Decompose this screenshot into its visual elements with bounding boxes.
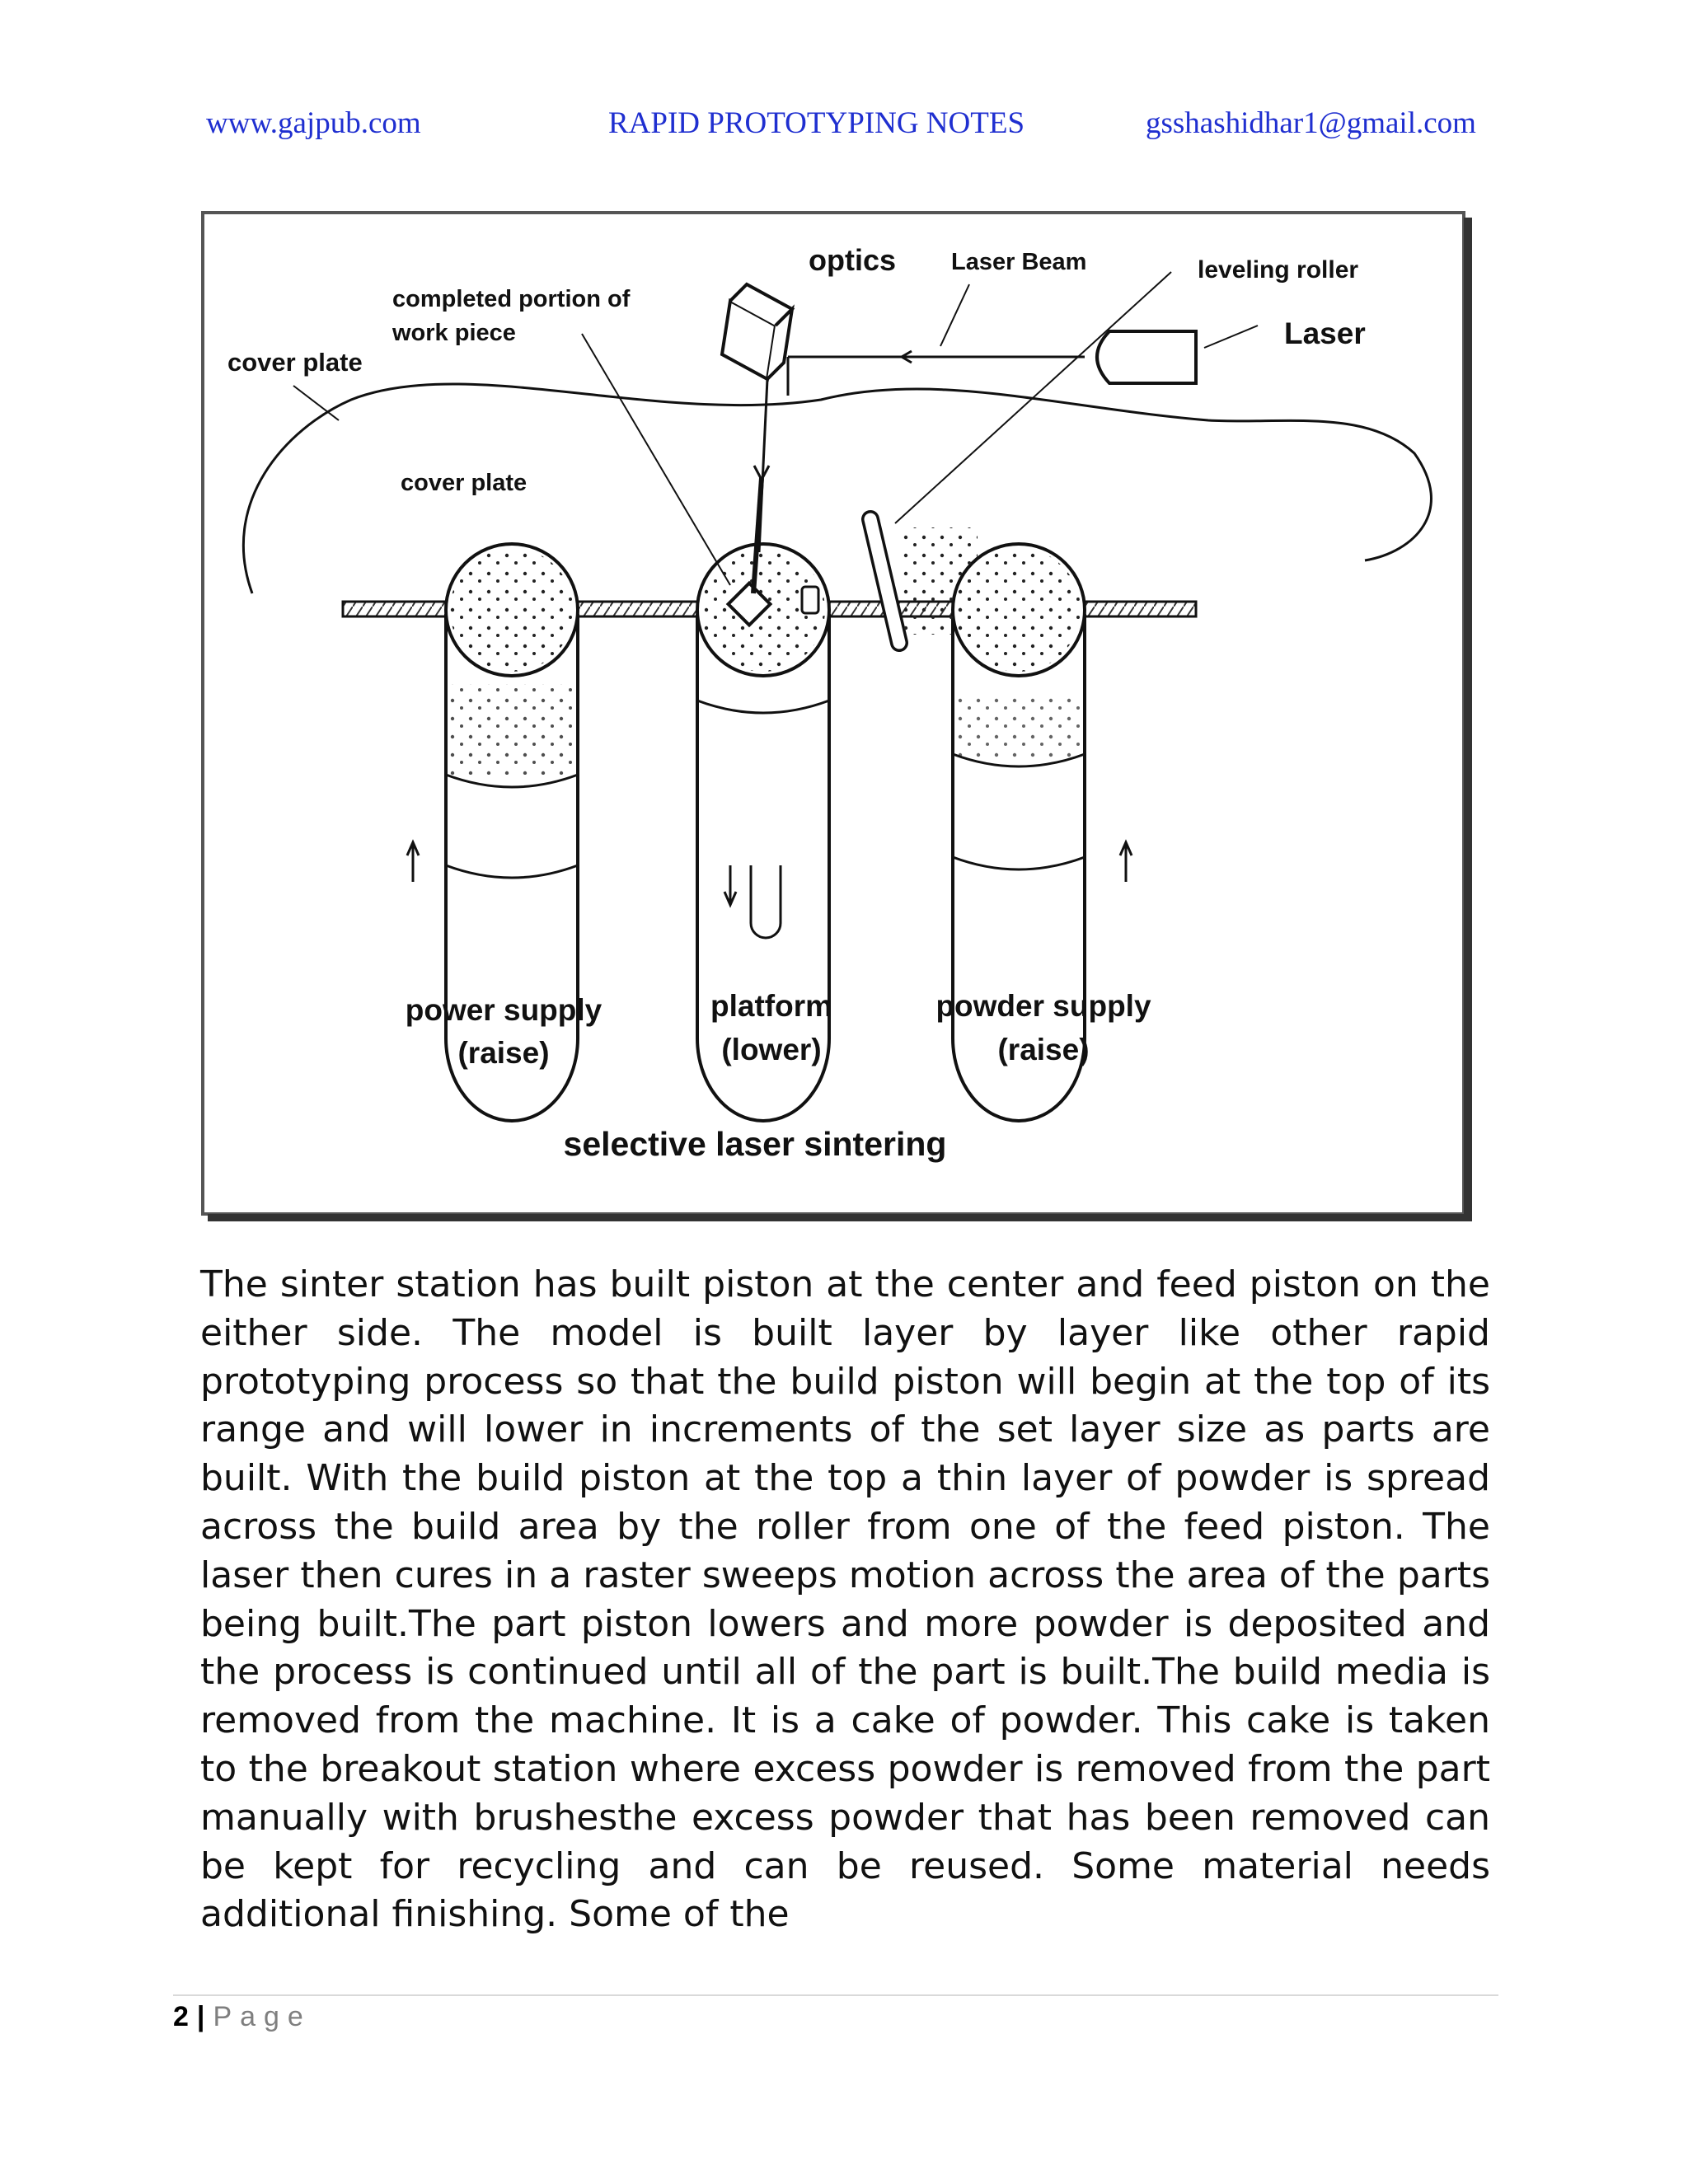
- down-arrow-center-icon: [723, 865, 738, 908]
- up-arrow-right-icon: [1118, 839, 1133, 882]
- label-left-piston-2: (raise): [457, 1036, 549, 1070]
- body-paragraph: The sinter station has built piston at t…: [200, 1263, 1490, 1936]
- leveling-roller: [861, 510, 978, 652]
- sls-diagram: optics Laser Beam leveling roller Laser …: [195, 206, 1472, 1228]
- header-email: gsshashidhar1@gmail.com: [1146, 106, 1476, 140]
- page-header: www.gajpub.com RAPID PROTOTYPING NOTES g…: [0, 105, 1688, 155]
- label-completed-portion-2: work piece: [392, 320, 516, 346]
- page-footer: 2| Page: [173, 2001, 312, 2033]
- label-cover-plate-inner: cover plate: [401, 470, 527, 496]
- label-right-piston-2: (raise): [997, 1033, 1089, 1066]
- left-feed-piston: [444, 542, 579, 1122]
- header-website: www.gajpub.com: [206, 106, 421, 140]
- figure-caption: selective laser sintering: [564, 1125, 947, 1163]
- build-platform-piston: [696, 542, 831, 1122]
- header-title: RAPID PROTOTYPING NOTES: [608, 106, 1025, 140]
- label-completed-portion-1: completed portion of: [392, 286, 631, 312]
- laser-source: [1095, 330, 1198, 385]
- label-optics: optics: [809, 243, 896, 277]
- label-leveling-roller: leveling roller: [1198, 256, 1358, 284]
- right-feed-piston: [951, 542, 1086, 1122]
- footer-separator: |: [196, 2001, 205, 2032]
- footer-divider: [173, 1994, 1498, 1996]
- label-right-piston-1: powder supply: [935, 989, 1151, 1023]
- page-number: 2: [173, 2001, 189, 2032]
- up-arrow-left-icon: [406, 839, 420, 882]
- label-cover-plate-outer: cover plate: [227, 348, 363, 377]
- label-center-piston-2: (lower): [721, 1033, 821, 1066]
- diagram-frame: [201, 211, 1465, 1216]
- label-center-piston-1: platform: [710, 989, 832, 1023]
- page-label: Page: [213, 2001, 312, 2032]
- label-left-piston-1: power supply: [406, 993, 603, 1027]
- cover-plate-outline: [242, 382, 1432, 594]
- label-laser: Laser: [1284, 316, 1366, 350]
- label-laser-beam: Laser Beam: [951, 249, 1086, 275]
- optics-mirror: [720, 282, 795, 382]
